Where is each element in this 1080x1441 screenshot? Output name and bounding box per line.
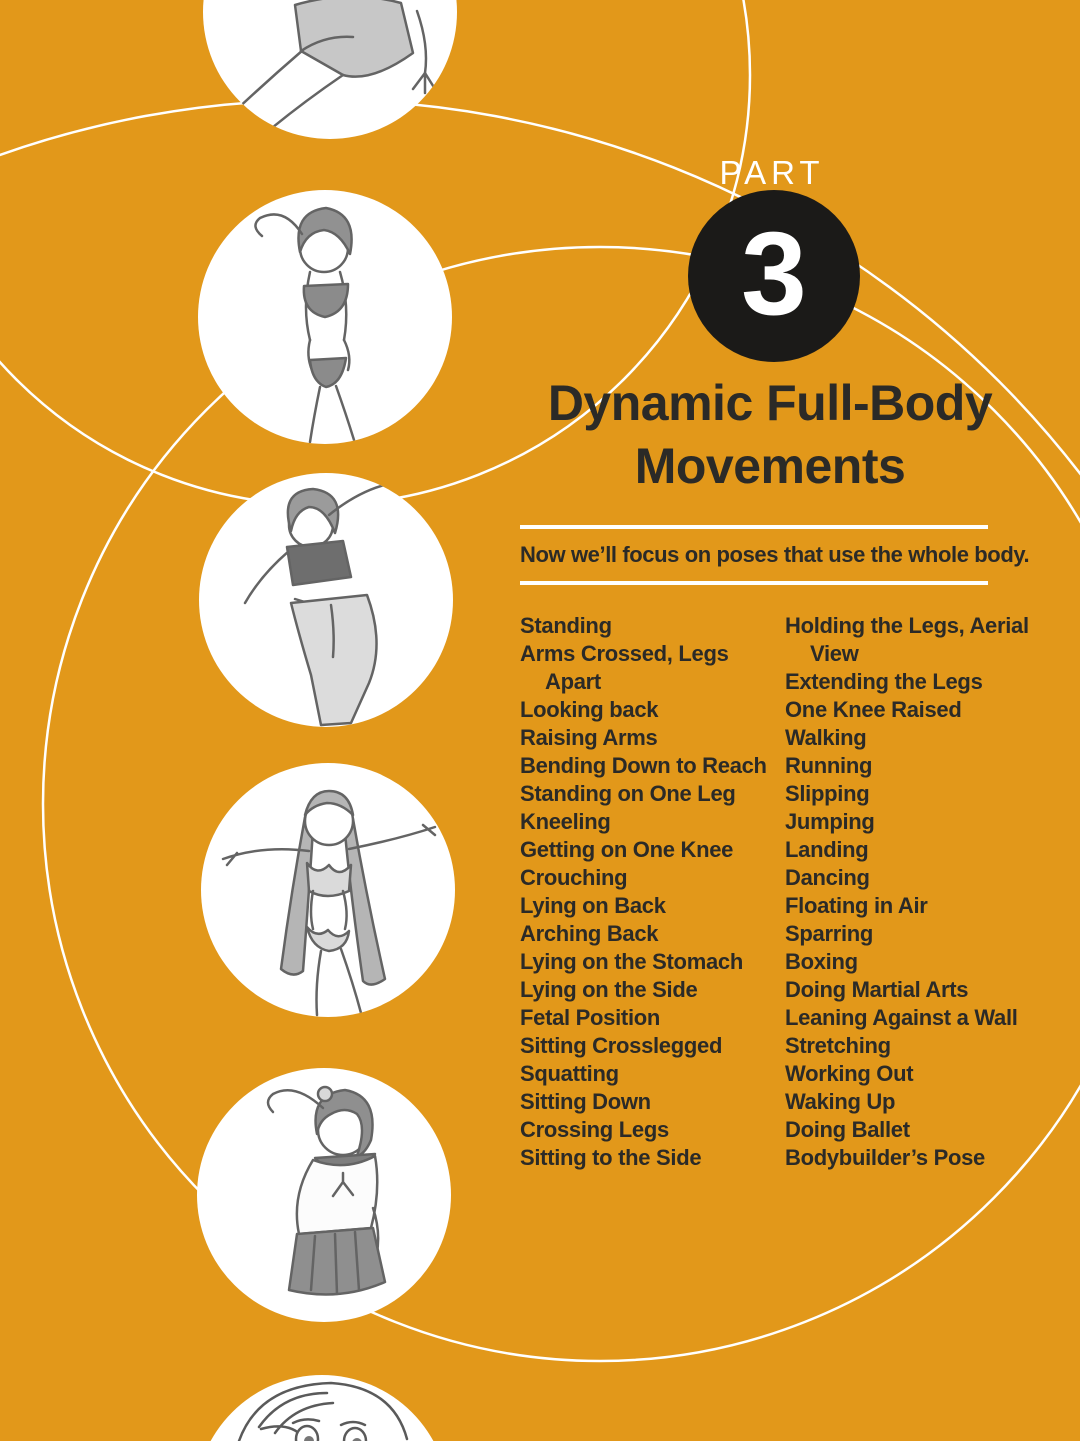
- pose-list-item: Jumping: [785, 809, 875, 834]
- pose-list-item: Kneeling: [520, 809, 611, 834]
- pose-list-item: Sitting to the Side: [520, 1145, 702, 1170]
- pose-list-item: Stretching: [785, 1033, 891, 1058]
- pose-list-item: Doing Ballet: [785, 1117, 910, 1142]
- divider-bottom: [520, 581, 988, 585]
- pose-list-item: Boxing: [785, 949, 858, 974]
- divider-top: [520, 525, 988, 529]
- part-number-badge: 3: [688, 190, 860, 362]
- pose-list-item: Working Out: [785, 1061, 914, 1086]
- part-label: PART: [719, 154, 825, 191]
- pose-list-item: Bodybuilder’s Pose: [785, 1145, 985, 1170]
- pose-list-left-column: Standing Arms Crossed, Legs Apart Lookin…: [520, 612, 770, 1172]
- decorative-circle-medium: [41, 245, 1080, 1363]
- pose-list-item: Standing: [520, 613, 612, 638]
- pose-list-item: Bending Down to Reach: [520, 753, 767, 778]
- pose-list-item: Holding the Legs, Aerial View: [785, 613, 1029, 666]
- pose-photo-circle-3: [199, 473, 453, 727]
- pose-list-item: Crossing Legs: [520, 1117, 669, 1142]
- pose-list-item: Running: [785, 753, 873, 778]
- pose-list-item: Squatting: [520, 1061, 619, 1086]
- pose-list-item: Lying on the Stomach: [520, 949, 743, 974]
- pose-list-item: Waking Up: [785, 1089, 896, 1114]
- cropped-head-illustration: [237, 1381, 409, 1441]
- title-line-2: Movements: [634, 438, 906, 494]
- pose-list-right-column: Holding the Legs, Aerial View Extending …: [785, 612, 1072, 1172]
- pose-list: Standing Arms Crossed, Legs Apart Lookin…: [520, 612, 1072, 1172]
- pose-photo-circle-2: [198, 190, 452, 444]
- pose-list-item: Fetal Position: [520, 1005, 661, 1030]
- pose-list-item: Lying on the Side: [520, 977, 698, 1002]
- dancing-girl-illustration: [243, 479, 405, 727]
- swimsuit-standing-illustration: [254, 206, 356, 444]
- pose-list-item: Getting on One Knee: [520, 837, 734, 862]
- pose-list-item: Arching Back: [520, 921, 659, 946]
- pose-photo-circle-5: [197, 1068, 451, 1322]
- frilled-bikini-arms-out-illustration: [221, 789, 437, 1017]
- pose-list-item: Doing Martial Arts: [785, 977, 969, 1002]
- pose-list-item: Walking: [785, 725, 867, 750]
- pose-list-item: Standing on One Leg: [520, 781, 736, 806]
- pose-list-item: Landing: [785, 837, 869, 862]
- pose-list-item: Looking back: [520, 697, 659, 722]
- pose-list-item: Lying on Back: [520, 893, 666, 918]
- pose-list-item: Sitting Crosslegged: [520, 1033, 723, 1058]
- pose-list-item: Raising Arms: [520, 725, 658, 750]
- pose-list-item: Floating in Air: [785, 893, 928, 918]
- school-uniform-bending-illustration: [266, 1085, 387, 1296]
- pose-list-item: Sparring: [785, 921, 874, 946]
- pose-list-item: One Knee Raised: [785, 697, 962, 722]
- pose-list-item: Leaning Against a Wall: [785, 1005, 1018, 1030]
- pose-list-item: Crouching: [520, 865, 628, 890]
- pose-list-item: Arms Crossed, Legs Apart: [520, 641, 729, 694]
- pose-list-item: Extending the Legs: [785, 669, 983, 694]
- page-title: Dynamic Full-Body Movements: [520, 372, 1020, 498]
- pose-list-item: Slipping: [785, 781, 870, 806]
- subtitle: Now we’ll focus on poses that use the wh…: [520, 542, 1030, 567]
- pose-list-item: Dancing: [785, 865, 870, 890]
- part-number: 3: [741, 208, 807, 340]
- title-line-1: Dynamic Full-Body: [547, 375, 993, 431]
- pose-list-item: Sitting Down: [520, 1089, 651, 1114]
- pose-photo-circle-4: [201, 763, 455, 1017]
